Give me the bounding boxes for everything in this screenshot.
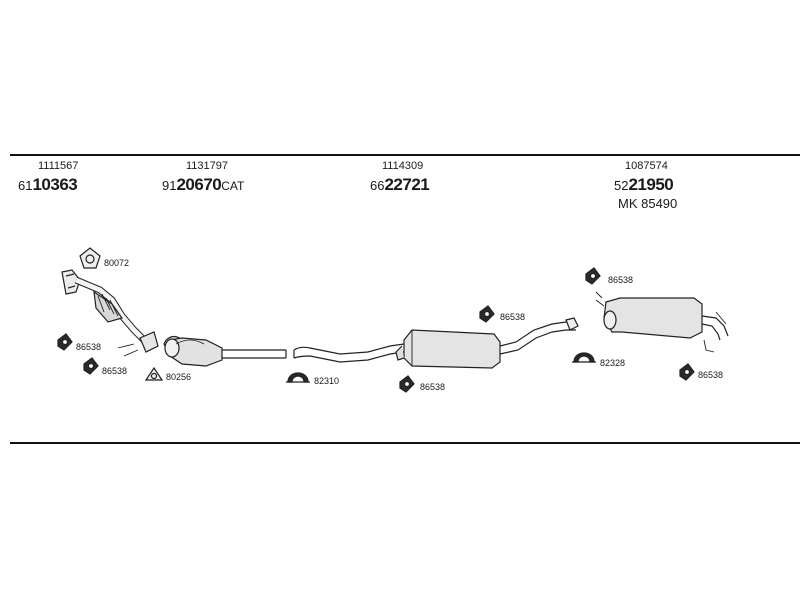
ref-number-catalyst: 1131797 [186,160,229,172]
ref-number-front-pipe: 1111567 [38,160,79,172]
part-number-rear-silencer: 5221950 [614,175,674,195]
callout-hanger-mid-bottom: 86538 [420,382,445,392]
part-number-prefix: 91 [162,178,177,193]
part-number-prefix: 61 [18,178,33,193]
gasket-hole-icon [150,372,158,380]
mounting-kit-number: MK 85490 [618,196,678,211]
gasket-icon [79,247,101,269]
rubber-hanger-icon [399,375,415,393]
rubber-hanger-icon [679,363,695,381]
callout-gasket-cat: 80256 [166,372,191,382]
rear-silencer-assembly [595,291,729,353]
part-number-catalyst: 9120670CAT [162,175,244,195]
rubber-hanger-icon [479,305,495,323]
middle-silencer-assembly [293,317,579,369]
part-number-main: 22721 [384,175,430,194]
u-clamp-icon [573,352,595,363]
part-number-suffix: CAT [221,179,245,193]
ref-number-rear-silencer: 1087574 [625,160,668,172]
part-number-middle-silencer: 6622721 [370,175,430,195]
part-number-main: 21950 [628,175,674,194]
part-number-main: 20670 [176,175,222,194]
part-number-front-pipe: 6110363 [18,175,78,195]
part-number-prefix: 52 [614,178,629,193]
rubber-hanger-icon [585,267,601,285]
u-clamp-icon [287,372,309,383]
part-number-main: 10363 [32,175,78,194]
ref-number-middle-silencer: 1114309 [382,160,424,172]
rubber-hanger-icon [57,333,73,351]
part-number-prefix: 66 [370,178,385,193]
callout-hanger-left-2: 86538 [102,366,127,376]
catalytic-converter [163,335,287,367]
callout-hanger-left-1: 86538 [76,342,101,352]
callout-hanger-rear-bottom: 86538 [698,370,723,380]
callout-hanger-mid-top: 86538 [500,312,525,322]
callout-hanger-rear-top: 86538 [608,275,633,285]
front-pipe [61,269,159,357]
rubber-hanger-icon [83,357,99,375]
callout-clamp-82328: 82328 [600,358,625,368]
callout-clamp-82310: 82310 [314,376,339,386]
callout-gasket-front: 80072 [104,258,129,268]
gasket-hole-icon [85,254,95,264]
